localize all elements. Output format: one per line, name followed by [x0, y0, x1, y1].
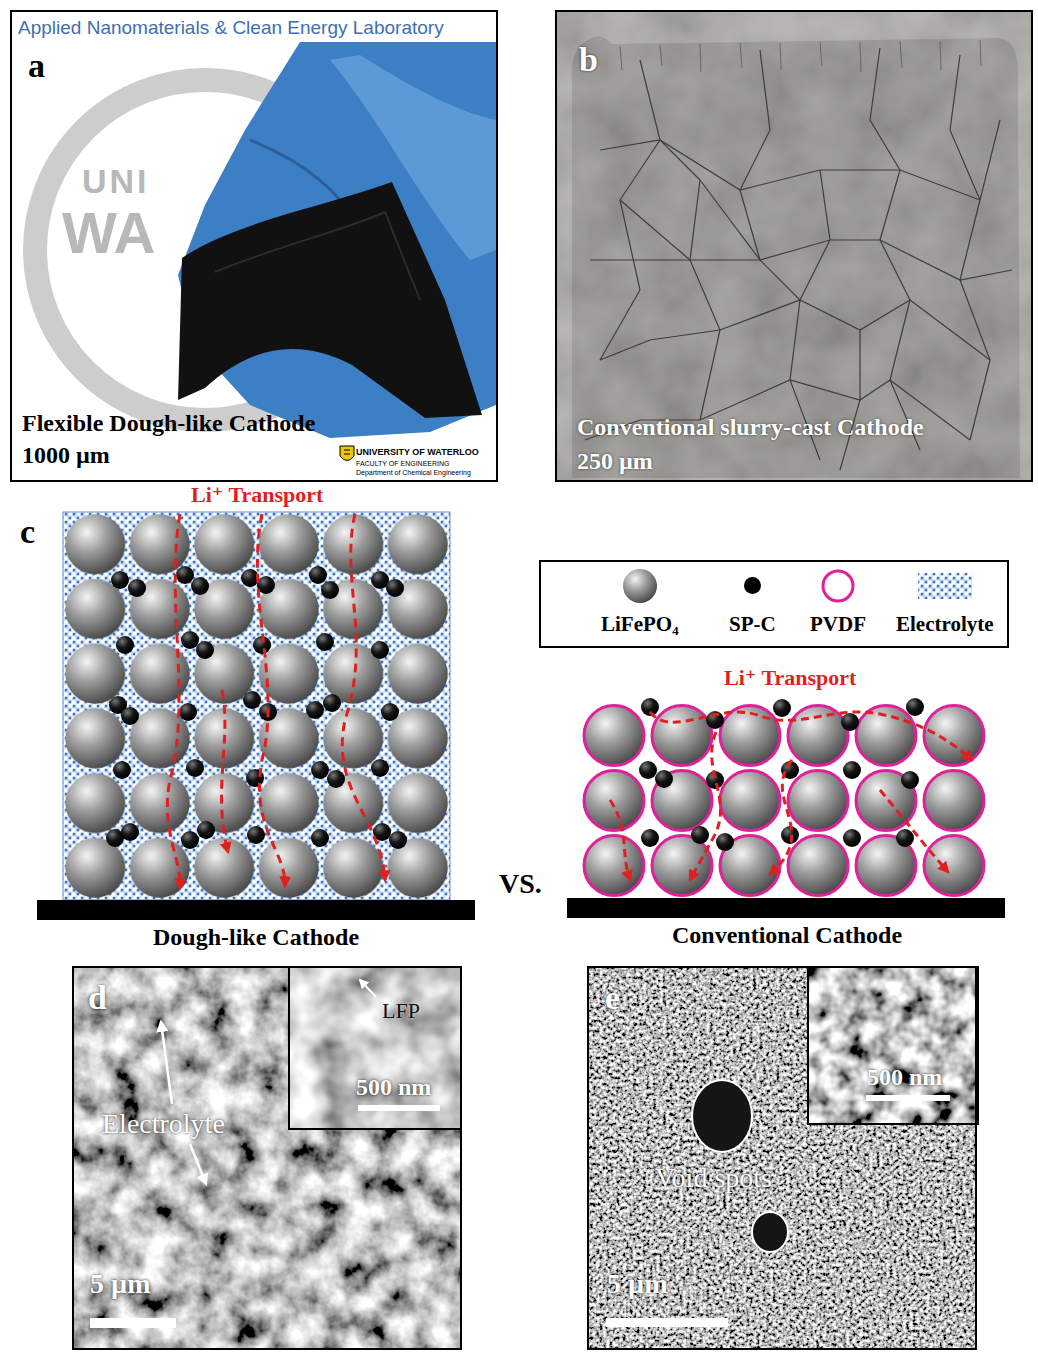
legend-text: PVDF: [810, 612, 866, 636]
comparison-label: VS.: [499, 868, 542, 900]
node-text: Department of Chemical Engineering: [356, 469, 471, 477]
node-text: 500 nm: [356, 1074, 431, 1102]
legend-text: SP-C: [729, 612, 776, 636]
node-text: Applied Nanomaterials & Clean Energy Lab…: [18, 17, 444, 39]
sem-inset: 500 nm: [807, 966, 979, 1125]
legend-box: [540, 561, 1008, 647]
node-text: LFP: [382, 998, 420, 1023]
schematic-caption: Dough-like Cathode: [153, 924, 359, 952]
photo-slurry-cathode: [557, 12, 1031, 480]
sem-dough-cathode: [74, 966, 462, 1348]
sem-conventional-cathode: [589, 966, 979, 1348]
photo-panel: bConventional slurry-cast Cathode 250 µm: [555, 10, 1033, 482]
node-text: Conventional slurry-cast Cathode: [577, 414, 924, 442]
legend-swatch: [744, 577, 761, 594]
dough-cathode-schematic: [37, 512, 475, 920]
transport-label: Li⁺ Transport: [191, 482, 323, 507]
node-text: 1000 µm: [22, 442, 110, 470]
node-text: 5 µm: [90, 1268, 150, 1300]
node-text: 250 µm: [577, 448, 653, 476]
node-text: UNI: [82, 162, 150, 201]
node-text: 5 µm: [607, 1268, 667, 1300]
conventional-cathode-schematic: [567, 698, 1005, 918]
node-text: FACULTY OF ENGINEERING: [356, 460, 449, 468]
legend-text: LiFePO₄: [601, 612, 678, 636]
node-text: 500 nm: [867, 1064, 942, 1092]
panel-letter: c: [20, 512, 35, 551]
transport-label: Li⁺ Transport: [724, 665, 856, 690]
node-text: Electrolyte: [102, 1108, 225, 1140]
schematic-caption: Conventional Cathode: [672, 922, 902, 950]
legend-text: Electrolyte: [896, 612, 994, 636]
sem-inset: LFP 500 nm: [288, 966, 462, 1130]
sem-panel: dElectrolyte 5 µm LFP 500 nm: [72, 966, 462, 1350]
photo-dough-cathode: [12, 12, 496, 480]
node-text: e: [605, 978, 620, 1017]
node-text: UNIVERSITY OF WATERLOO: [356, 448, 479, 458]
node-text: WA: [62, 200, 155, 267]
node-text: d: [88, 978, 107, 1017]
photo-panel: Applied Nanomaterials & Clean Energy Lab…: [10, 10, 498, 482]
node-text: Void spots: [655, 1162, 772, 1194]
sem-panel: eVoid spots 5 µm 500 nm: [587, 966, 977, 1350]
node-text: Flexible Dough-like Cathode: [22, 410, 315, 438]
node-text: b: [579, 40, 598, 79]
node-text: a: [28, 46, 45, 85]
